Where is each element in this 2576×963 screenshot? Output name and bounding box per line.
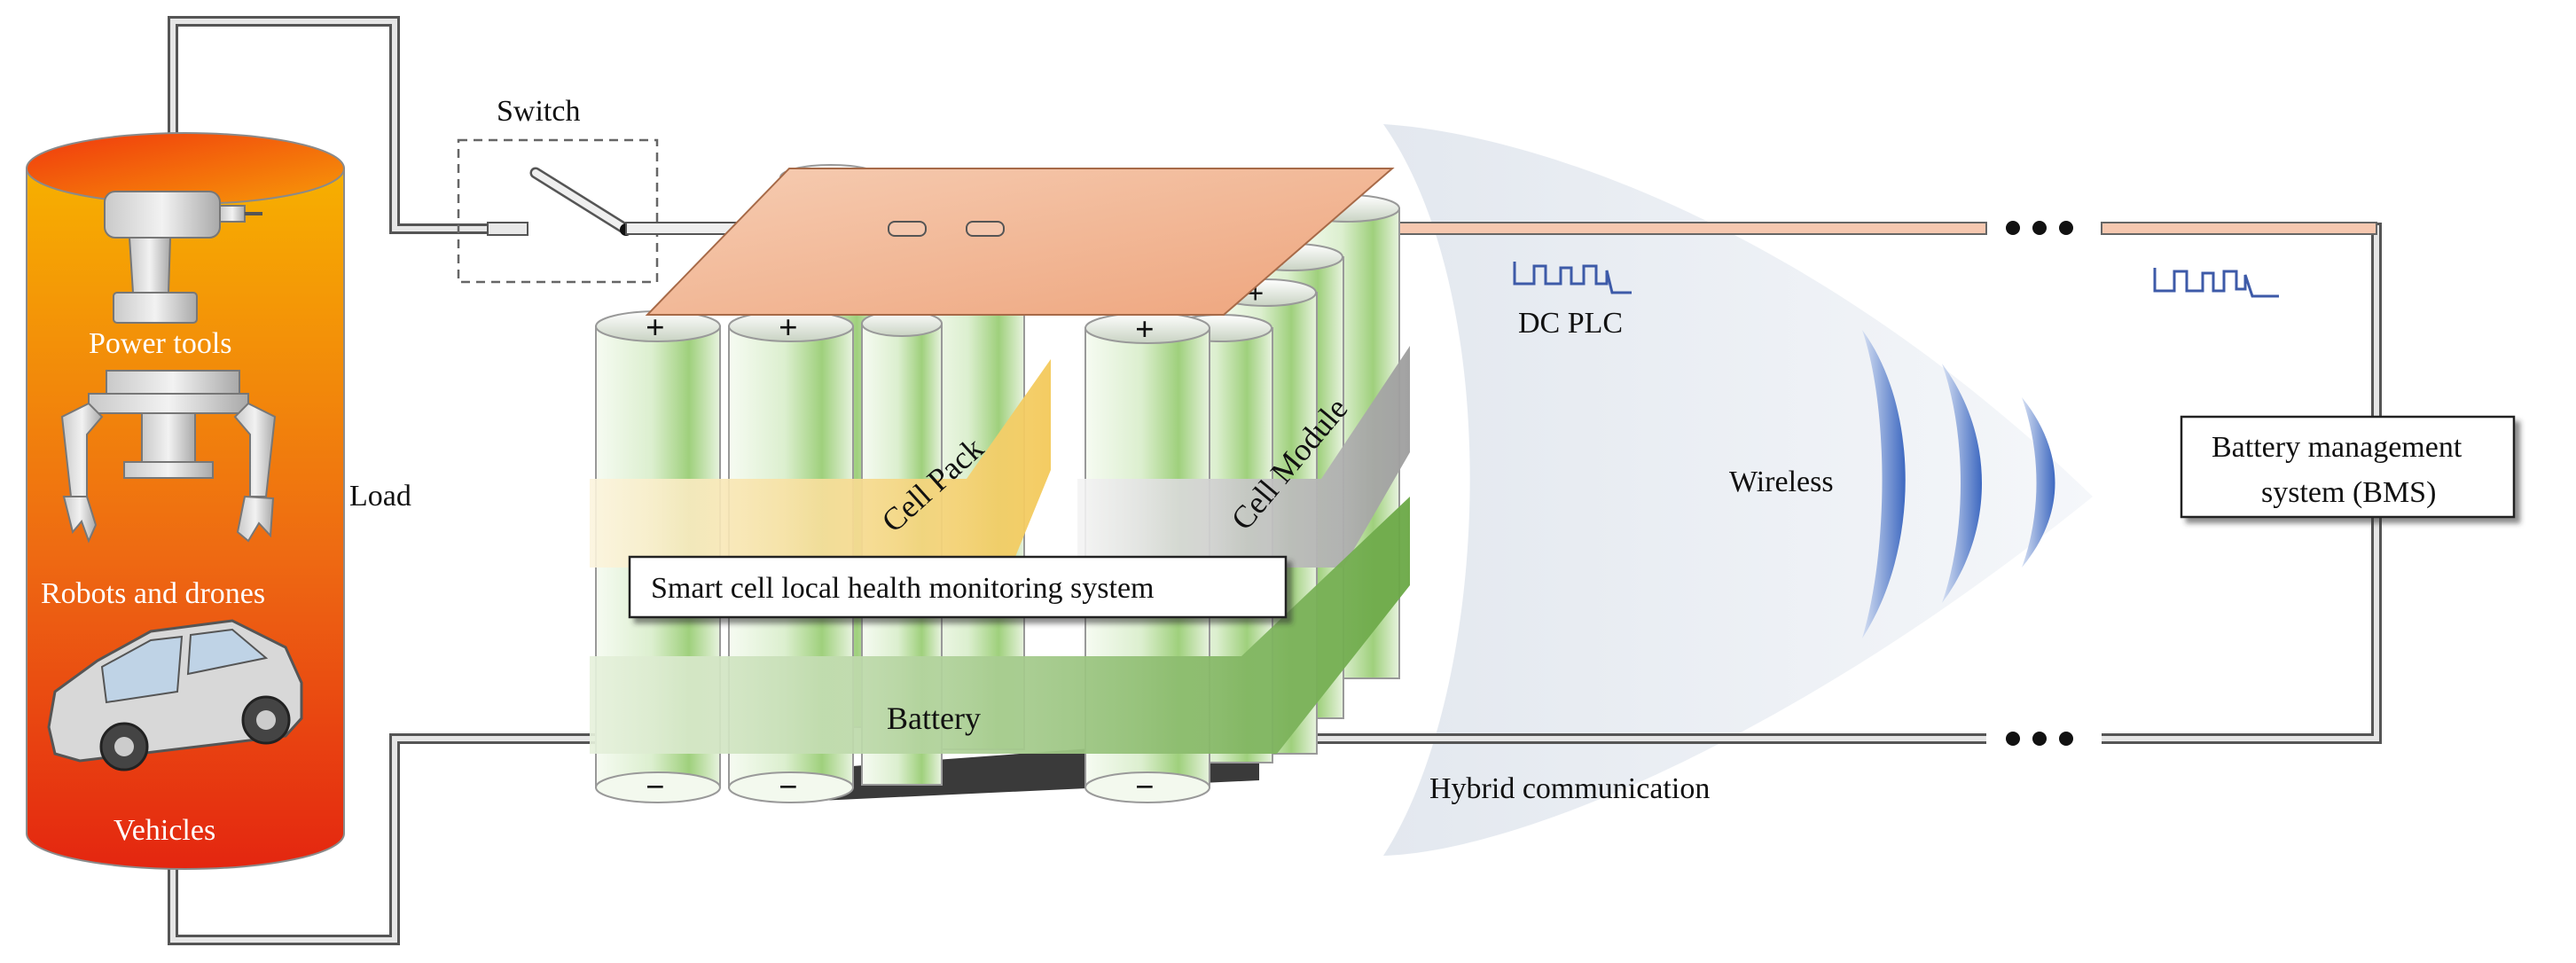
cell-pack-band xyxy=(590,359,1051,568)
robot-drone-icon xyxy=(60,370,277,544)
plc-waveform-right xyxy=(2153,268,2279,298)
robots-drones-label: Robots and drones xyxy=(41,577,265,610)
wireless-signal-icon xyxy=(1862,330,2055,638)
plc-waveform-left xyxy=(1513,262,1632,294)
wireless-label: Wireless xyxy=(1729,466,1834,498)
hybrid-communication-label: Hybrid communication xyxy=(1429,772,1710,805)
cell-positive-terminal: + xyxy=(1135,311,1155,348)
bms-label-line1: Battery management xyxy=(2212,431,2462,464)
bms-box xyxy=(2180,415,2516,519)
cell-positive-terminal: + xyxy=(779,309,798,347)
cell-module-band xyxy=(1077,346,1410,568)
bms-label-line2: system (BMS) xyxy=(2261,476,2436,509)
battery-label: Battery xyxy=(887,701,981,736)
cell-negative-terminal: − xyxy=(779,769,798,806)
battery-band xyxy=(590,497,1410,754)
smart-cell-label: Smart cell local health monitoring syste… xyxy=(651,572,1155,605)
ellipsis-dots-bottom xyxy=(2006,732,2073,746)
power-tool-icon xyxy=(104,191,262,324)
vehicle-icon xyxy=(47,619,303,771)
vehicles-label: Vehicles xyxy=(114,814,215,847)
power-tools-label: Power tools xyxy=(89,327,232,360)
cell-negative-terminal: − xyxy=(1135,769,1155,806)
hybrid-communication-cone xyxy=(1383,124,2093,856)
smart-cell-box xyxy=(628,555,1288,619)
cell-negative-terminal: − xyxy=(646,769,665,806)
dc-plc-label: DC PLC xyxy=(1518,307,1623,340)
load-label: Load xyxy=(349,480,411,513)
interconnect-plate xyxy=(645,168,1395,316)
ellipsis-dots-top xyxy=(2006,221,2073,235)
switch-label: Switch xyxy=(497,95,580,128)
cell-positive-terminal: + xyxy=(646,309,665,347)
